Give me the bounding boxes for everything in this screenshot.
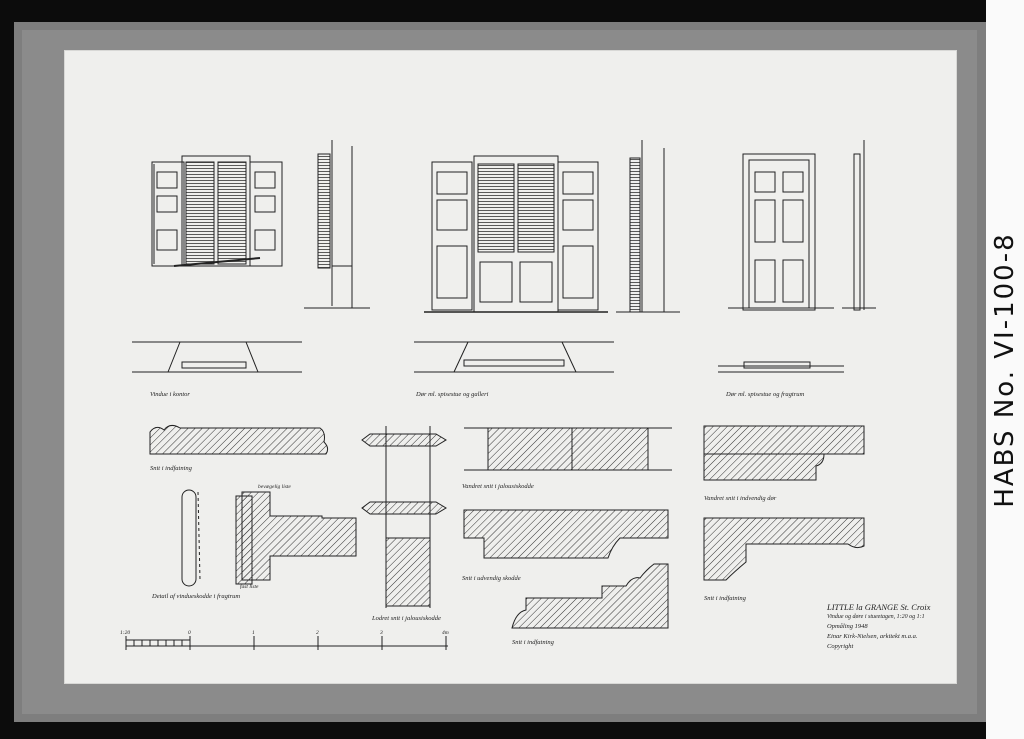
scale-tick-label: 1 [252,630,255,636]
caption-window-office: Vindue i kontor [150,391,190,398]
caption-vertical-section: Lodret snit i jalousiskodde [371,615,441,622]
scale-tick-label: 1:20 [120,630,130,636]
window-elevation [151,140,370,309]
caption-section-molding-3: Snit i indfatning [704,595,747,602]
label-strip [986,0,1024,739]
caption-exterior-shutter: Snit i udvendig skodde [462,575,521,582]
drawing-canvas: Vindue i kontor Dør ml. spisestue og gal… [120,140,876,650]
caption-door-porch: Dør ml. spisestue og fragtrum [725,391,804,398]
title-line-4: Einar Kirk-Nielsen, arkitekt m.a.a. [827,633,918,640]
section-details [149,424,865,629]
paneled-door-elevation [728,140,876,311]
plan-sections [132,341,844,373]
caption-section-molding-2: Snit i indfatning [512,639,555,646]
title-block: LITTLE la GRANGE St. Croix Vindue og dør… [827,602,930,652]
scale-tick-label: 0 [188,630,191,636]
scale-tick-label: 2 [316,630,319,636]
title-line-1: LITTLE la GRANGE St. Croix [827,602,931,612]
scale-tick-label: 4m [442,629,449,636]
caption-bevaegelig-liste: bevægelig liste [258,484,291,490]
double-door-elevation [424,140,680,313]
drawing-sheet: Vindue i kontor Dør ml. spisestue og gal… [64,50,957,684]
caption-fast-liste: fast liste [240,583,259,590]
habs-number-text: HABS No. VI-100-8 [990,231,1020,508]
caption-detail-shutter: Detail af vindueskodde i fragtrum [151,593,240,600]
scale-bar [125,636,448,650]
title-line-3: Opmåling 1948 [827,623,868,630]
caption-door-gallery: Dør ml. spisestue og galleri [415,391,489,398]
scale-tick-label: 3 [379,630,383,636]
title-line-5: Copyright [827,643,854,650]
habs-number-label: HABS No. VI-100-8 [986,0,1024,739]
caption-section-molding-1: Snit i indfatning [150,465,193,472]
title-line-2: Vindue og døre i stueetagen, 1:20 og 1:1 [827,614,925,620]
caption-horizontal-door: Vandret snit i indvendig dør [704,495,777,502]
caption-horizontal-jalousi: Vandret snit i jalousiskodde [462,483,534,490]
